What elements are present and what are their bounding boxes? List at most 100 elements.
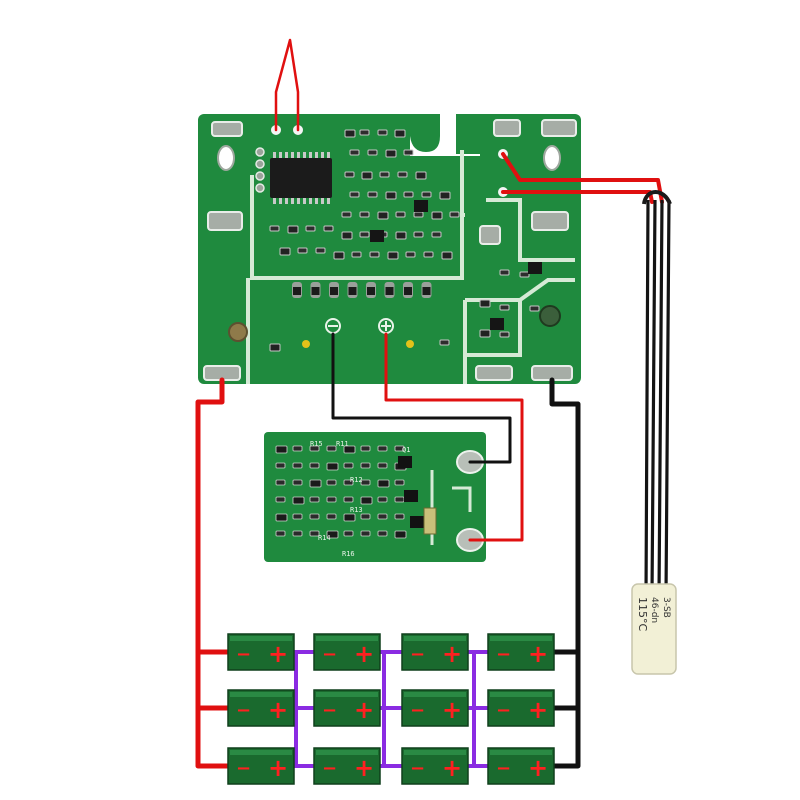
transistor [414, 200, 428, 212]
smd-component [519, 271, 530, 278]
ic-pin [297, 152, 300, 158]
smd-component [377, 496, 388, 503]
battery-cell-minus: − [410, 700, 425, 721]
smd-component [343, 513, 356, 522]
battery-cell-minus: − [322, 758, 337, 779]
thermal-cutoff-body [631, 583, 677, 675]
smd-component [287, 225, 299, 234]
smd-component [343, 496, 354, 503]
main-pcb-traces [246, 150, 575, 384]
smd-component [439, 191, 451, 200]
smd-component [379, 171, 390, 178]
smd-component [359, 211, 370, 218]
thermal-cutoff-line-2: 46-dn [649, 597, 659, 623]
balance-board-components [275, 445, 424, 539]
pcb-trace-e [465, 278, 575, 302]
series-stub-3 [466, 650, 490, 768]
battery-cell: −+ [313, 689, 381, 727]
smd-component [349, 149, 360, 156]
mosfet [404, 287, 412, 295]
thermal-cutoff: 3-SB 46-dn 115°C [631, 583, 677, 675]
battery-cell-minus: − [496, 758, 511, 779]
series-stub-1 [292, 650, 316, 768]
smd-component [421, 191, 432, 198]
smd-component [499, 304, 510, 311]
battery-cell-minus: − [322, 700, 337, 721]
battery-cell-minus: − [236, 758, 251, 779]
balance-board-silk: R15 R11 Q1 R12 R13 R14 R16 [310, 440, 410, 558]
transistor [490, 318, 504, 330]
battery-cell: −+ [487, 689, 555, 727]
smd-component [309, 496, 320, 503]
thermistor-cable-strands [644, 199, 671, 597]
test-point-left [302, 340, 310, 348]
mosfet [293, 287, 301, 295]
ic-side-pad [255, 183, 265, 193]
battery-cell: −+ [401, 747, 469, 785]
smd-component [360, 479, 371, 486]
silk-r13: R13 [350, 506, 363, 514]
transistor [404, 490, 418, 502]
thermistor-bead-leads [274, 38, 300, 132]
smd-component [499, 331, 510, 338]
smd-component [275, 496, 286, 503]
smd-component [309, 462, 320, 469]
smd-component [377, 445, 388, 452]
smd-component [369, 251, 380, 258]
transistor [398, 456, 412, 468]
smd-component [377, 211, 389, 220]
main-pcb-notch-tab [410, 114, 440, 152]
silk-r14: R14 [318, 534, 331, 542]
smd-component [394, 496, 405, 503]
battery-cell-highlight [404, 692, 466, 697]
pad-top-right-b [541, 119, 577, 137]
battery-cell: −+ [313, 633, 381, 671]
battery-cell: −+ [401, 689, 469, 727]
battery-cell-plus: + [442, 696, 462, 724]
smd-component [326, 479, 337, 486]
battery-cell: −+ [227, 633, 295, 671]
smd-component [351, 251, 362, 258]
pad-mid-right [531, 211, 569, 231]
battery-cell-highlight [490, 636, 552, 641]
mosfet [330, 287, 338, 295]
smd-component [431, 231, 442, 238]
pad-bottom-mid [475, 365, 513, 381]
ic-pin [309, 198, 312, 204]
ic-side-pads [255, 147, 265, 193]
smd-component [333, 251, 345, 260]
ic-side-pad [255, 147, 265, 157]
balance-capacitor [423, 507, 437, 535]
battery-cell-highlight [230, 692, 292, 697]
smd-component [343, 479, 354, 486]
battery-cell-highlight [404, 750, 466, 755]
pcb-trace-f [465, 300, 522, 357]
smd-component [387, 251, 399, 260]
smd-component [292, 530, 303, 537]
smd-component [403, 191, 414, 198]
ic-pin [291, 152, 294, 158]
smd-component [326, 513, 337, 520]
battery-cell-plus: + [268, 754, 288, 782]
smd-component [377, 513, 388, 520]
smd-component [341, 211, 352, 218]
main-ic-body [270, 158, 332, 198]
main-pcb-pads [203, 119, 577, 381]
main-pcb-holes [217, 145, 561, 342]
silk-q1: Q1 [402, 446, 410, 454]
screw-left [228, 322, 248, 342]
transistor [528, 262, 542, 274]
smd-component [449, 211, 460, 218]
mount-hole-right [543, 145, 561, 171]
smd-component [359, 129, 370, 136]
battery-cell: −+ [227, 747, 295, 785]
circle-plus-icon [378, 318, 394, 334]
main-pcb [198, 108, 581, 384]
ic-pin [309, 152, 312, 158]
battery-cell-plus: + [354, 640, 374, 668]
smd-component [279, 247, 291, 256]
ic-pin [327, 152, 330, 158]
smd-component [309, 513, 320, 520]
smd-component [275, 479, 286, 486]
smd-component [431, 211, 443, 220]
